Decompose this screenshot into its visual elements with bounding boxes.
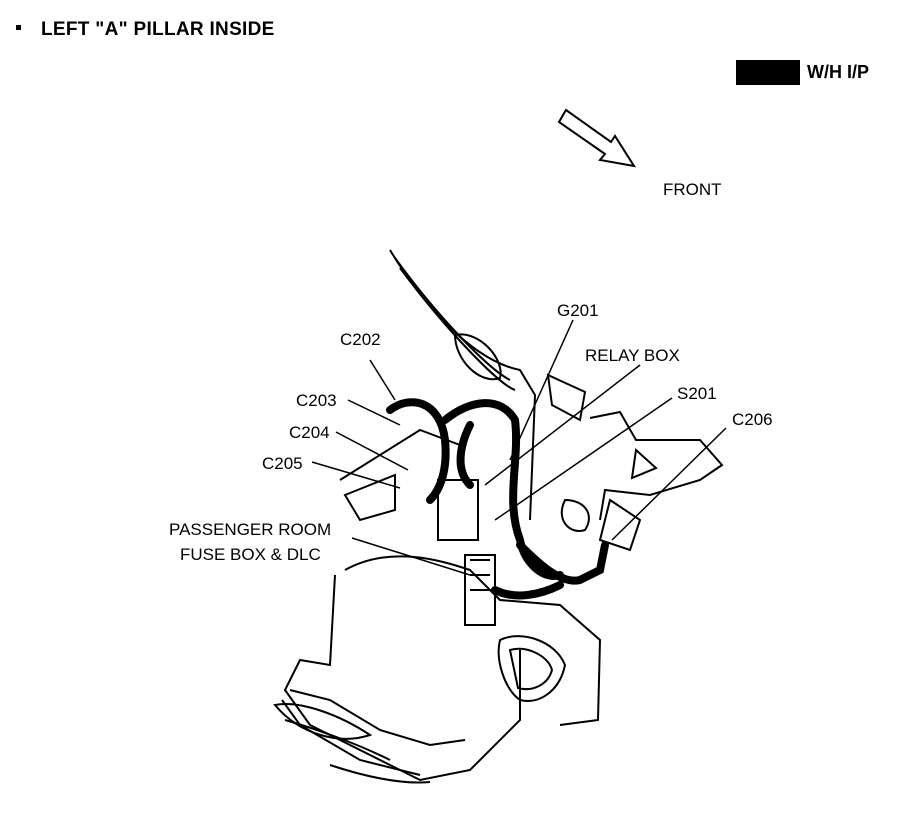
legend-label: W/H I/P: [807, 62, 869, 82]
callout-c203: C203: [296, 391, 337, 410]
callout-c206: C206: [732, 410, 773, 429]
callout-fuse-box-line2: FUSE BOX & DLC: [180, 545, 321, 564]
front-label: FRONT: [663, 180, 722, 199]
direction-arrow-icon: [557, 108, 637, 168]
harness-legend: W/H I/P: [736, 60, 869, 85]
page-heading: LEFT "A" PILLAR INSIDE: [16, 19, 275, 41]
callout-c204: C204: [289, 423, 330, 442]
callout-fuse-box-line1: PASSENGER ROOM: [169, 520, 332, 539]
callout-c205: C205: [262, 454, 303, 473]
callout-c202: C202: [340, 330, 381, 349]
callout-relay-box: RELAY BOX: [585, 346, 680, 365]
callout-g201: G201: [557, 301, 599, 320]
wire-harness: [386, 398, 609, 600]
body-panels: [273, 249, 724, 784]
heading-text: LEFT "A" PILLAR INSIDE: [41, 19, 275, 40]
callout-s201: S201: [677, 384, 717, 403]
harness-swatch: [736, 60, 800, 85]
bullet-icon: [16, 25, 21, 31]
leader-lines: [311, 319, 727, 576]
